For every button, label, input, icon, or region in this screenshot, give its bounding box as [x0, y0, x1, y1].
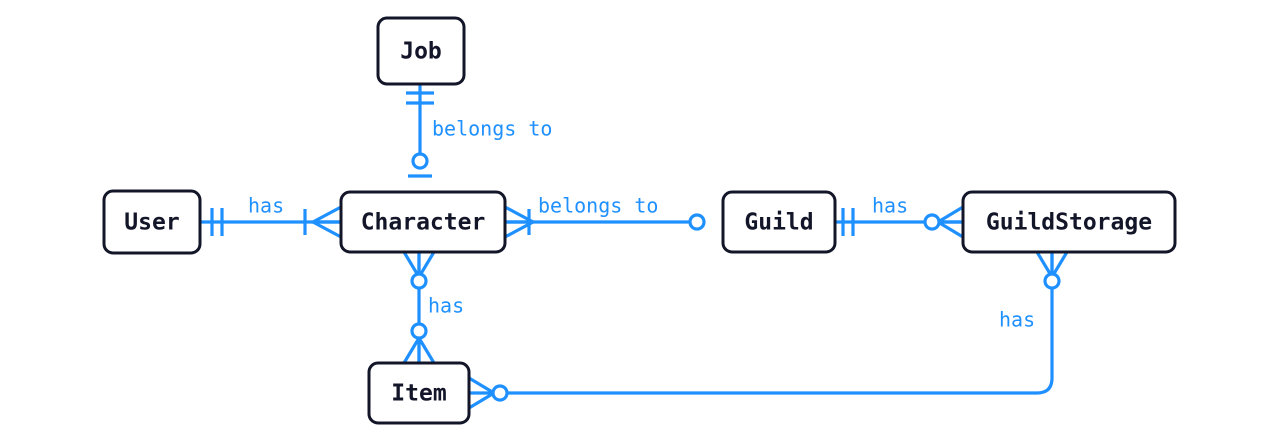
relationship-character-job: [406, 84, 434, 178]
marker-zero-circle-character-guild: [688, 213, 706, 231]
rel-label-character-job: belongs to: [432, 117, 552, 141]
marker-crowsfoot-item-guildstorage: [468, 376, 498, 410]
entity-label-guildstorage: GuildStorage: [986, 210, 1152, 236]
entity-box-guildstorage[interactable]: [961, 190, 1177, 254]
entity-box-guild[interactable]: [721, 190, 837, 254]
rel-label-user-character: has: [248, 194, 284, 218]
rel-label-character-item: has: [428, 294, 464, 318]
entity-character[interactable]: Character: [339, 190, 507, 254]
entity-guildstorage[interactable]: GuildStorage: [961, 190, 1177, 254]
marker-crowsfoot-user-character: [309, 205, 342, 239]
entity-box-item[interactable]: [367, 361, 471, 425]
marker-crowsfoot-character-item-bottom: [402, 334, 436, 364]
marker-zero-circle-guildstorage-item: [1043, 272, 1061, 290]
relationship-character-guild: [504, 205, 706, 239]
entity-guild[interactable]: Guild: [721, 190, 837, 254]
marker-zero-circle-character-job: [411, 152, 429, 170]
relationship-user-character: [200, 205, 342, 239]
entity-label-character: Character: [361, 210, 486, 236]
marker-zero-circle-character-item-bottom: [410, 322, 428, 340]
relationship-character-item: [402, 251, 436, 364]
relationship-guild-guildstorage: [835, 205, 964, 239]
entity-box-user[interactable]: [102, 189, 202, 255]
entity-label-user: User: [124, 210, 179, 236]
entity-item[interactable]: Item: [367, 361, 471, 425]
rel-label-guild-guildstorage: has: [872, 194, 908, 218]
entity-box-job[interactable]: [376, 16, 466, 86]
relationship-guildstorage-item: [468, 251, 1069, 410]
entity-label-item: Item: [391, 381, 446, 407]
entity-label-guild: Guild: [744, 210, 813, 236]
marker-zero-circle-guild-guildstorage: [923, 213, 941, 231]
marker-zero-circle-character-item-top: [410, 272, 428, 290]
marker-crowsfoot-guild-guildstorage: [934, 205, 964, 239]
rel-line-guildstorage-item: [502, 252, 1054, 395]
entity-label-job: Job: [400, 39, 442, 65]
rel-label-guildstorage-item: has: [999, 308, 1035, 332]
marker-zero-circle-item-guildstorage: [491, 384, 509, 402]
entity-box-character[interactable]: [339, 190, 507, 254]
entity-job[interactable]: Job: [376, 16, 466, 86]
entity-user[interactable]: User: [102, 189, 202, 255]
rel-label-character-guild: belongs to: [538, 194, 658, 218]
